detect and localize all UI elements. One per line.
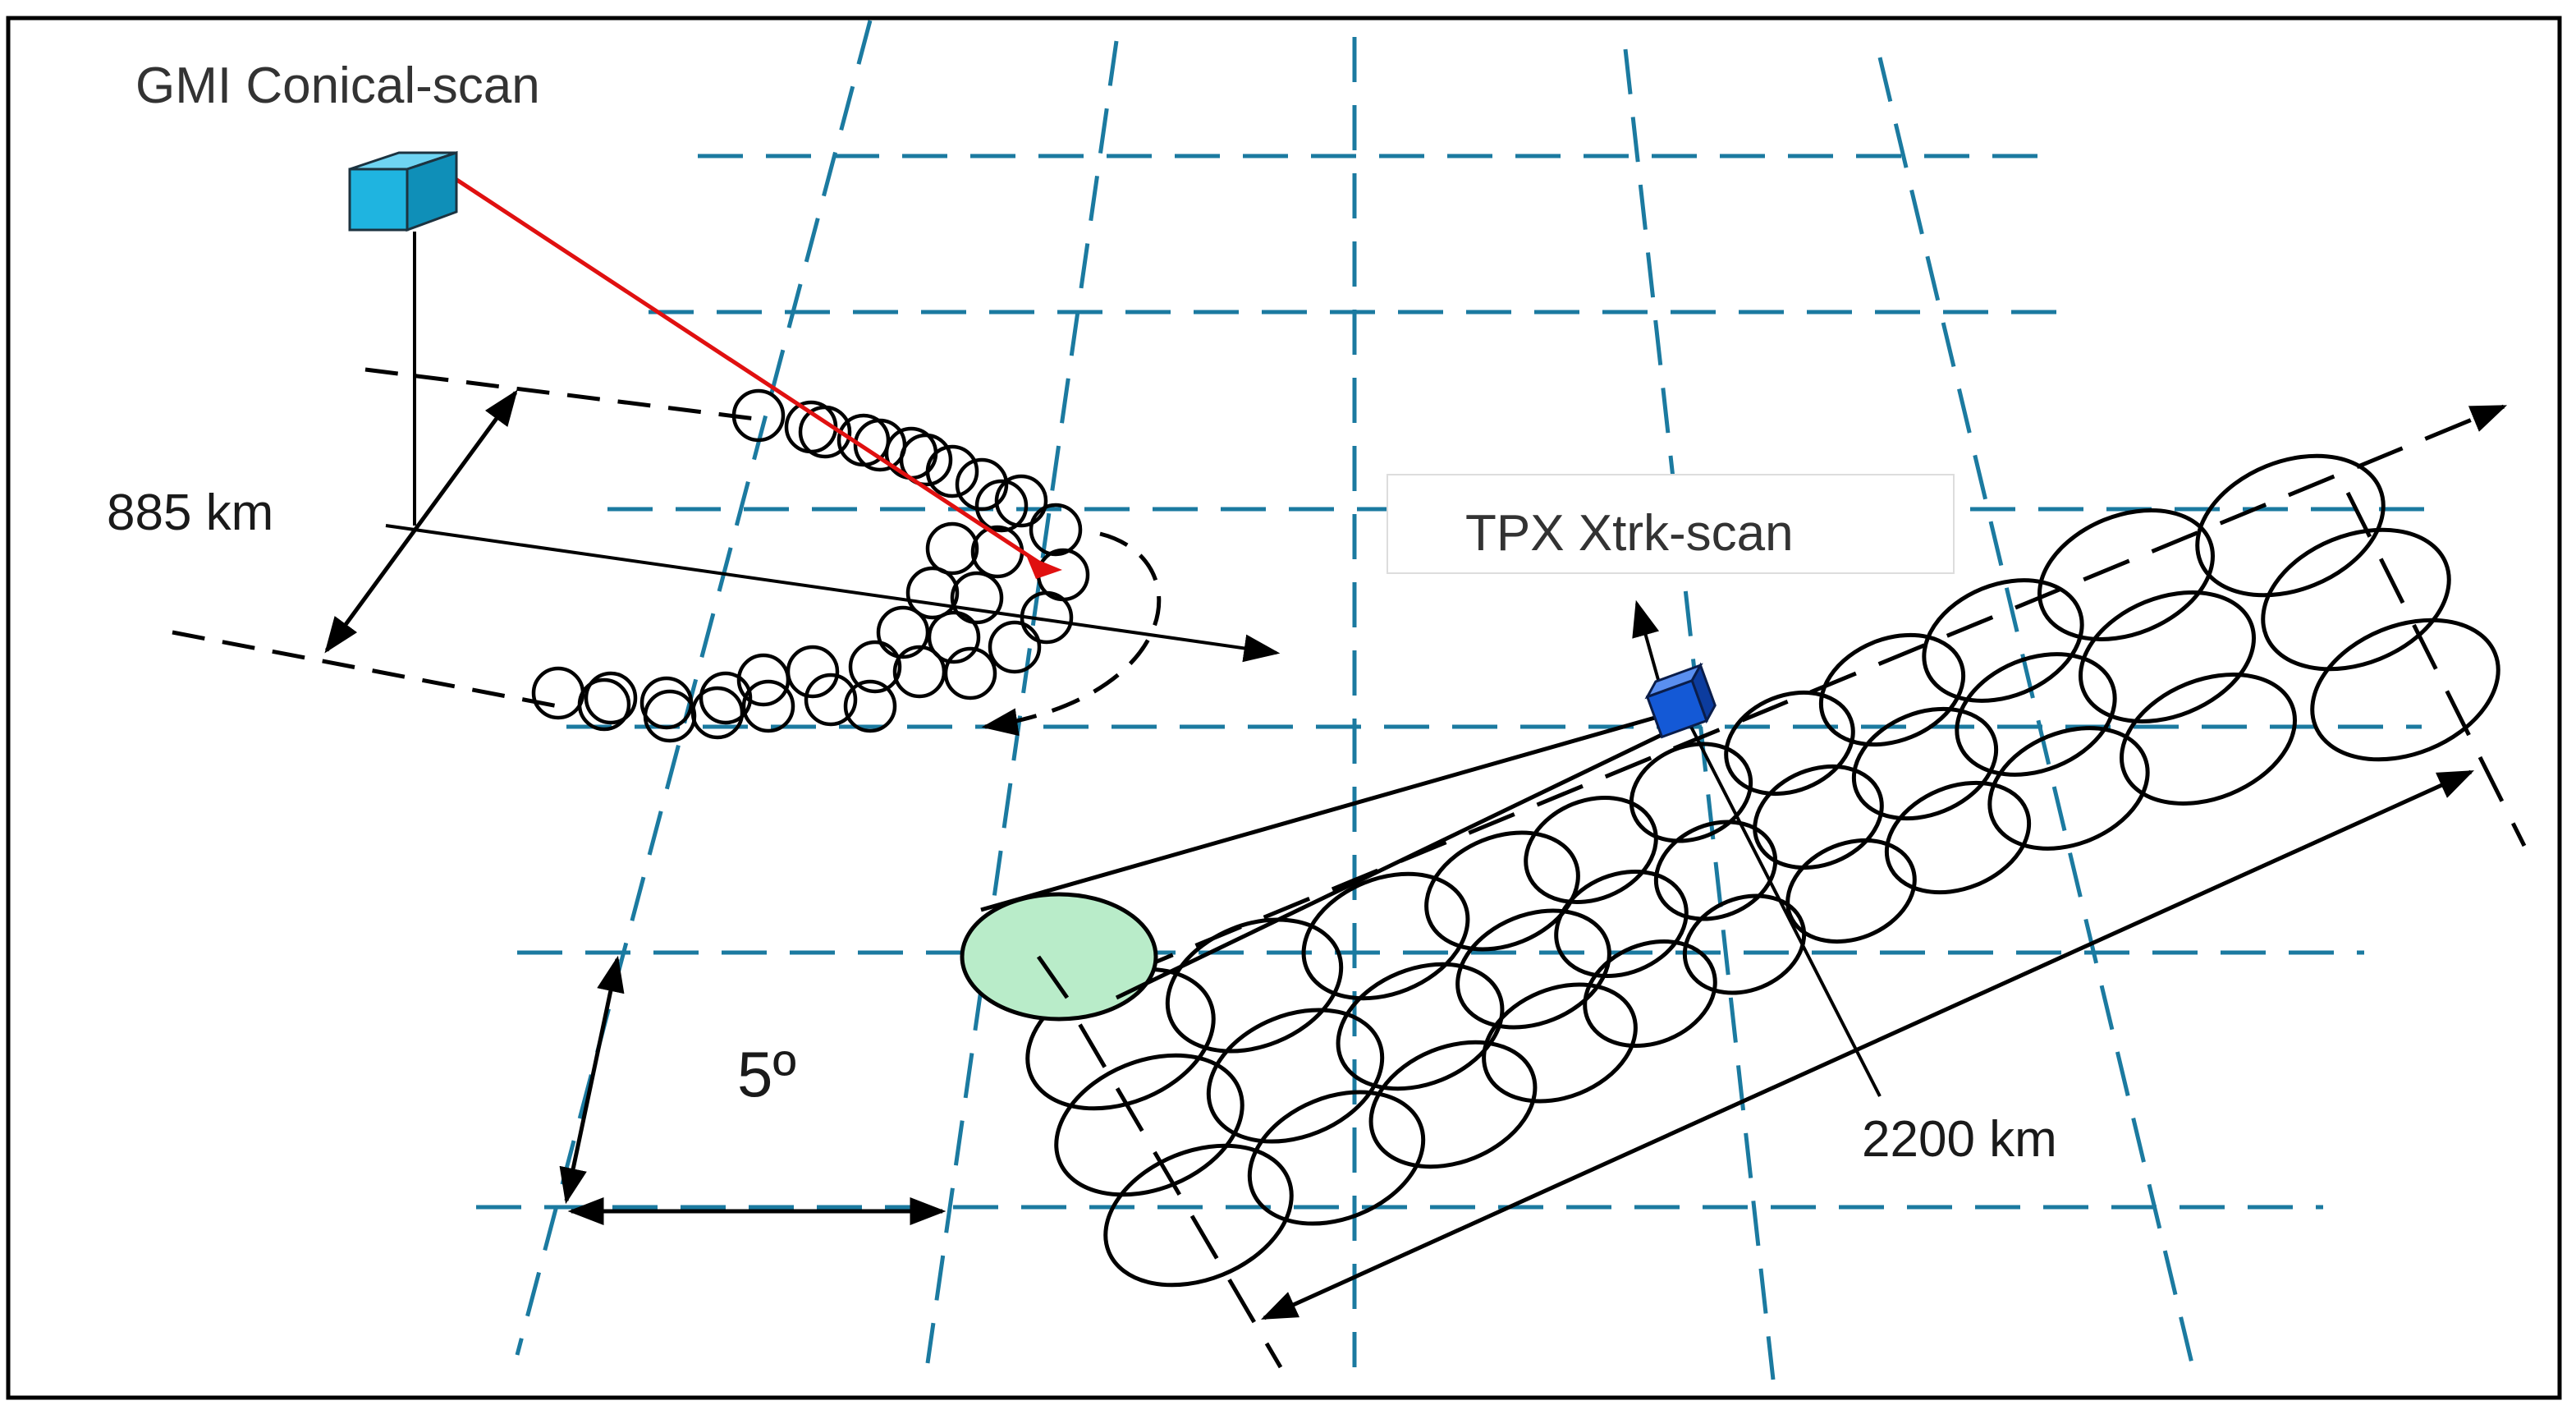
tpx-crosstrack-edge-right	[2345, 491, 2527, 847]
gmi-scan-arc	[981, 531, 1162, 737]
gmi-footprints	[531, 388, 1090, 743]
tpx-swath-width-label: 2200 km	[1862, 1111, 2057, 1168]
tpx-swath-width-arrow	[1260, 769, 2475, 1320]
tpx-view-line-lower	[1115, 720, 1689, 1000]
tpx-view-line-upper	[980, 712, 1667, 912]
tpx-highlight-dash	[1036, 955, 1070, 999]
gmi-swath-edge-bottom	[172, 630, 559, 709]
lat-lon-grid	[476, 20, 2446, 1380]
diagram-frame	[6, 16, 2562, 1400]
gmi-beam-tip	[1026, 555, 1062, 579]
gmi-swath-edge-top	[364, 367, 756, 421]
grid-spacing-markers	[559, 955, 947, 1225]
gmi-flight-direction-arrow	[385, 524, 1281, 663]
tpx-highlighted-footprint	[960, 892, 1158, 1022]
gmi-instrument-cube-icon	[348, 150, 458, 232]
grid-spacing-vertical-arrow	[559, 955, 625, 1205]
tpx-cross-track-scan	[960, 404, 2527, 1369]
tpx-up-arrow	[1632, 599, 1662, 687]
tpx-label: TPX Xtrk-scan	[1465, 505, 1794, 562]
gmi-label: GMI Conical-scan	[135, 57, 540, 114]
tpx-instrument-cube-icon	[1644, 662, 1717, 739]
grid-spacing-label: 5º	[737, 1038, 796, 1110]
gmi-swath-width-label: 885 km	[107, 484, 273, 541]
gmi-conical-scan	[172, 150, 1281, 743]
gmi-beam-line	[454, 177, 1044, 567]
tpx-label-box	[1387, 474, 1955, 574]
gmi-swath-width-arrow	[324, 389, 518, 654]
